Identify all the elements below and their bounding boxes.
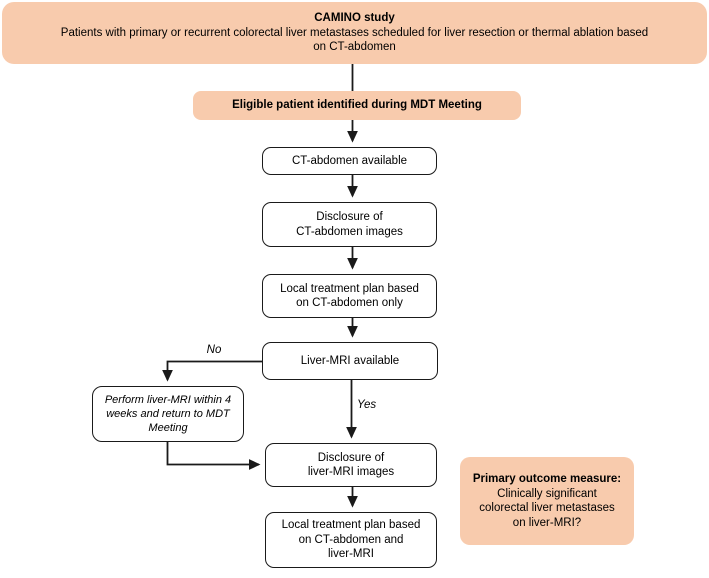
branch-label-yes: Yes (357, 399, 377, 411)
node-perform-liver-mri: Perform liver-MRI within 4 weeks and ret… (92, 386, 244, 442)
node-ct-abdomen-available: CT-abdomen available (262, 147, 437, 175)
node-eligible-patient-label: Eligible patient identified during MDT M… (232, 99, 482, 112)
node-disclosure-ct-images: Disclosure of CT-abdomen images (262, 202, 437, 247)
study-banner: CAMINO study Patients with primary or re… (2, 2, 707, 64)
study-title: CAMINO study (314, 12, 395, 25)
primary-outcome-title: Primary outcome measure: (472, 473, 622, 485)
node-plan-ct-and-mri-label: Local treatment plan based on CT-abdomen… (281, 519, 421, 561)
connector-no-branch (162, 360, 262, 382)
study-description: Patients with primary or recurrent color… (60, 26, 649, 54)
node-ct-abdomen-available-label: CT-abdomen available (291, 154, 408, 167)
node-plan-ct-only: Local treatment plan based on CT-abdomen… (262, 274, 437, 318)
node-disclosure-mri-images: Disclosure of liver-MRI images (265, 443, 437, 487)
branch-label-no: No (206, 344, 222, 356)
node-disclosure-mri-images-label: Disclosure of liver-MRI images (307, 451, 395, 479)
node-plan-ct-and-mri: Local treatment plan based on CT-abdomen… (265, 512, 437, 568)
primary-outcome-box: Primary outcome measure: Clinically sign… (460, 457, 634, 545)
node-plan-ct-only-label: Local treatment plan based on CT-abdomen… (280, 282, 419, 310)
node-eligible-patient: Eligible patient identified during MDT M… (193, 91, 521, 120)
primary-outcome-body: Clinically significant colorectal liver … (479, 487, 615, 529)
node-disclosure-ct-images-label: Disclosure of CT-abdomen images (296, 211, 403, 238)
node-perform-liver-mri-label: Perform liver-MRI within 4 weeks and ret… (104, 394, 232, 434)
node-liver-mri-available: Liver-MRI available (262, 342, 438, 380)
node-liver-mri-available-label: Liver-MRI available (300, 354, 400, 367)
connector-perform-return (166, 442, 261, 470)
